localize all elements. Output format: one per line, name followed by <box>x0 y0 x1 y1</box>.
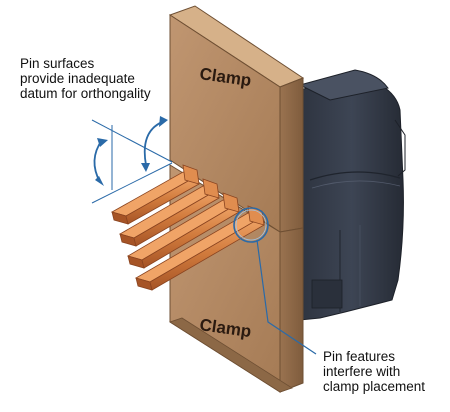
rotation-arrow-vertical-icon <box>93 138 108 186</box>
pins <box>110 164 265 291</box>
pin-4 <box>134 205 265 291</box>
rotation-arrow-horizontal-icon <box>141 116 168 172</box>
pin-1 <box>110 164 200 225</box>
highlight-circle-icon <box>233 207 269 243</box>
leader-line <box>256 239 317 355</box>
callout-bottom-line-2: interfere with <box>323 364 401 379</box>
callout-pin-features: Pin features interfere with clamp placem… <box>323 349 425 394</box>
callout-bottom-line-1: Pin features <box>323 349 396 364</box>
callout-top-line-2: provide inadequate <box>20 71 135 86</box>
datum-line-lower <box>91 162 173 204</box>
callout-pin-surfaces: Pin surfaces provide inadequate datum fo… <box>20 56 151 101</box>
pin-2 <box>118 178 220 247</box>
connector-body <box>298 69 406 321</box>
callout-top-line-1: Pin surfaces <box>20 56 95 71</box>
datum-line-upper <box>91 119 173 163</box>
datum-lines <box>91 119 173 204</box>
callout-bottom-line-3: clamp placement <box>323 379 426 394</box>
pin-3 <box>126 192 240 269</box>
callout-top-line-3: datum for orthongality <box>20 86 151 101</box>
